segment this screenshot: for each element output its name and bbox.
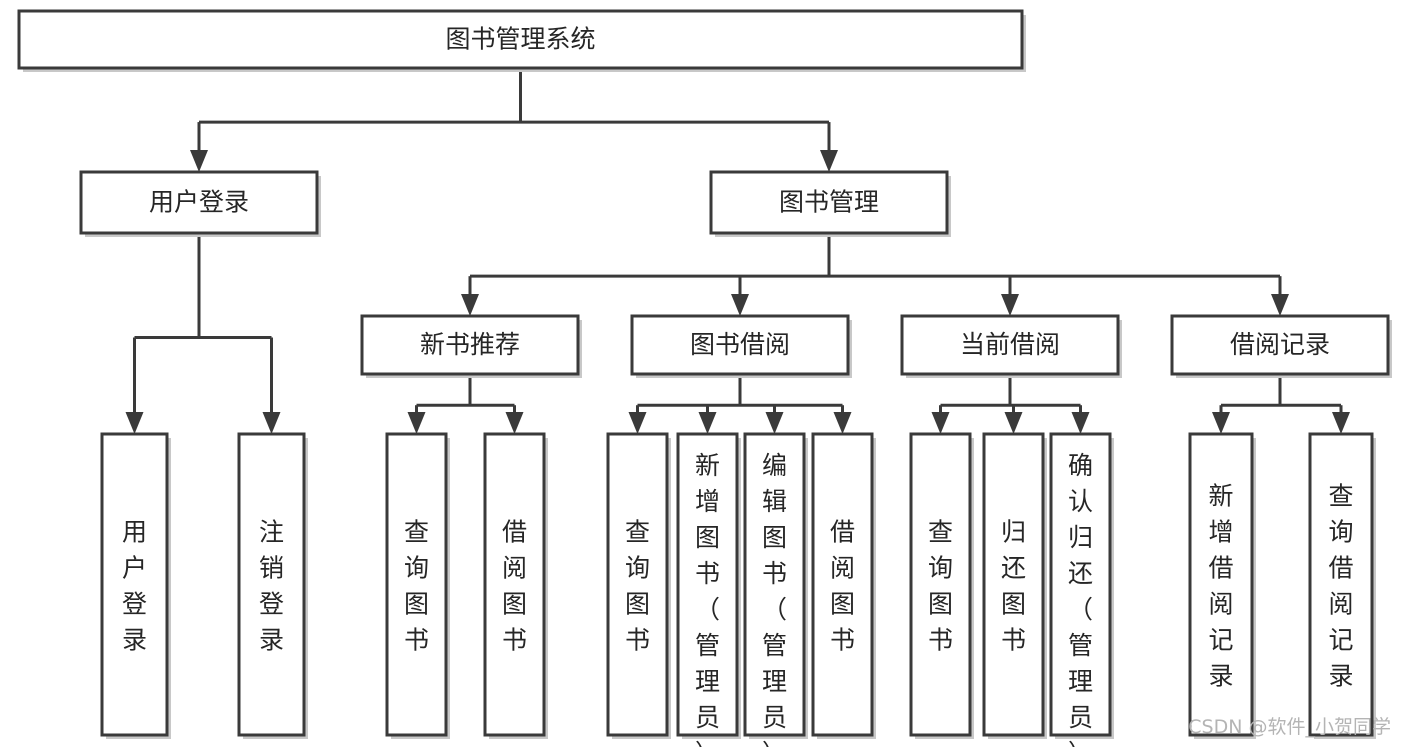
edge-group-borrow xyxy=(628,374,852,434)
node-borrow[interactable]: 图书借阅 xyxy=(630,314,852,378)
node-label: 查询图书 xyxy=(404,518,429,655)
node-label: 当前借阅 xyxy=(960,330,1060,359)
edge-group-root xyxy=(190,68,838,172)
edge-group-bookmgmt xyxy=(461,233,1289,316)
node-box[interactable] xyxy=(1049,432,1112,737)
node-box[interactable] xyxy=(483,432,546,737)
node-leaf-user-login[interactable]: 用户登录 xyxy=(100,432,171,739)
node-box[interactable] xyxy=(1170,314,1390,376)
node-box[interactable] xyxy=(237,432,306,737)
node-leaf-confirm-return[interactable]: 确认归还（管理员） xyxy=(1049,432,1114,747)
node-box[interactable] xyxy=(811,432,874,737)
node-leaf-query-book-3[interactable]: 查询图书 xyxy=(909,432,974,739)
node-leaf-query-book-1[interactable]: 查询图书 xyxy=(385,432,450,739)
node-box[interactable] xyxy=(909,432,972,737)
node-leaf-query-book-2[interactable]: 查询图书 xyxy=(606,432,671,739)
edge-arrowhead xyxy=(505,412,524,434)
edge-arrowhead xyxy=(1271,294,1289,316)
node-label: 图书管理 xyxy=(779,188,879,217)
node-label: 用户登录 xyxy=(149,188,249,217)
node-label: 查询图书 xyxy=(928,518,953,655)
edge-group-newbook xyxy=(407,374,524,434)
edge-arrowhead xyxy=(1001,294,1019,316)
node-box[interactable] xyxy=(385,432,448,737)
node-leaf-borrow-book-1[interactable]: 借阅图书 xyxy=(483,432,548,739)
node-label: 查询借阅记录 xyxy=(1328,482,1353,691)
node-label: 归还图书 xyxy=(1001,518,1026,655)
node-box[interactable] xyxy=(360,314,580,376)
edge-arrowhead xyxy=(698,412,717,434)
node-label: 查询图书 xyxy=(625,518,650,655)
node-leaf-user-logout[interactable]: 注销登录 xyxy=(237,432,308,739)
node-leaf-return-book[interactable]: 归还图书 xyxy=(982,432,1047,739)
node-label: 借阅图书 xyxy=(830,518,855,655)
node-box[interactable] xyxy=(79,170,319,235)
node-leaf-borrow-book-2[interactable]: 借阅图书 xyxy=(811,432,876,739)
node-current[interactable]: 当前借阅 xyxy=(900,314,1122,378)
node-leaf-edit-book[interactable]: 编辑图书（管理员） xyxy=(743,432,808,747)
node-label: 借阅记录 xyxy=(1230,330,1330,359)
edge-arrowhead xyxy=(262,412,281,434)
edge-group-login xyxy=(125,233,281,434)
node-box[interactable] xyxy=(982,432,1045,737)
edge-arrowhead xyxy=(1332,412,1350,434)
node-newbook[interactable]: 新书推荐 xyxy=(360,314,582,378)
edge-arrowhead xyxy=(190,150,208,172)
node-root[interactable]: 图书管理系统 xyxy=(17,9,1026,72)
node-label: 借阅图书 xyxy=(502,518,527,655)
edge-arrowhead xyxy=(125,412,144,434)
node-label: 新书推荐 xyxy=(420,330,520,359)
edge-arrowhead xyxy=(1071,412,1090,434)
node-label: 确认归还（管理员） xyxy=(1068,451,1093,747)
nodes-layer: 图书管理系统用户登录图书管理新书推荐图书借阅当前借阅借阅记录用户登录注销登录查询… xyxy=(17,9,1392,747)
node-label: 新增借阅记录 xyxy=(1208,482,1233,691)
edge-arrowhead xyxy=(1004,412,1023,434)
edge-arrowhead xyxy=(820,150,838,172)
node-box[interactable] xyxy=(743,432,806,737)
edge-arrowhead xyxy=(931,412,950,434)
edge-arrowhead xyxy=(461,294,479,316)
edge-arrowhead xyxy=(1212,412,1230,434)
node-label: 编辑图书（管理员） xyxy=(762,451,787,747)
node-box[interactable] xyxy=(630,314,850,376)
edges-layer xyxy=(125,68,1350,434)
node-label: 新增图书（管理员） xyxy=(695,451,720,747)
node-box[interactable] xyxy=(606,432,669,737)
node-box[interactable] xyxy=(17,9,1024,70)
node-leaf-add-book[interactable]: 新增图书（管理员） xyxy=(676,432,741,747)
node-box[interactable] xyxy=(676,432,739,737)
node-box[interactable] xyxy=(1188,432,1254,737)
node-box[interactable] xyxy=(1308,432,1374,737)
node-leaf-query-record[interactable]: 查询借阅记录 xyxy=(1308,432,1376,739)
edge-arrowhead xyxy=(407,412,426,434)
edge-arrowhead xyxy=(628,412,647,434)
edge-arrowhead xyxy=(731,294,749,316)
node-login[interactable]: 用户登录 xyxy=(79,170,321,237)
edge-arrowhead xyxy=(833,412,852,434)
node-records[interactable]: 借阅记录 xyxy=(1170,314,1392,378)
edge-group-records xyxy=(1212,374,1350,434)
node-leaf-add-record[interactable]: 新增借阅记录 xyxy=(1188,432,1256,739)
edge-group-current xyxy=(931,374,1090,434)
node-label: 用户登录 xyxy=(122,518,147,655)
node-label: 图书借阅 xyxy=(690,330,790,359)
node-box[interactable] xyxy=(100,432,169,737)
edge-arrowhead xyxy=(765,412,784,434)
node-label: 注销登录 xyxy=(259,518,284,655)
node-box[interactable] xyxy=(900,314,1120,376)
node-box[interactable] xyxy=(709,170,949,235)
node-bookmgmt[interactable]: 图书管理 xyxy=(709,170,951,237)
node-label: 图书管理系统 xyxy=(445,25,595,54)
